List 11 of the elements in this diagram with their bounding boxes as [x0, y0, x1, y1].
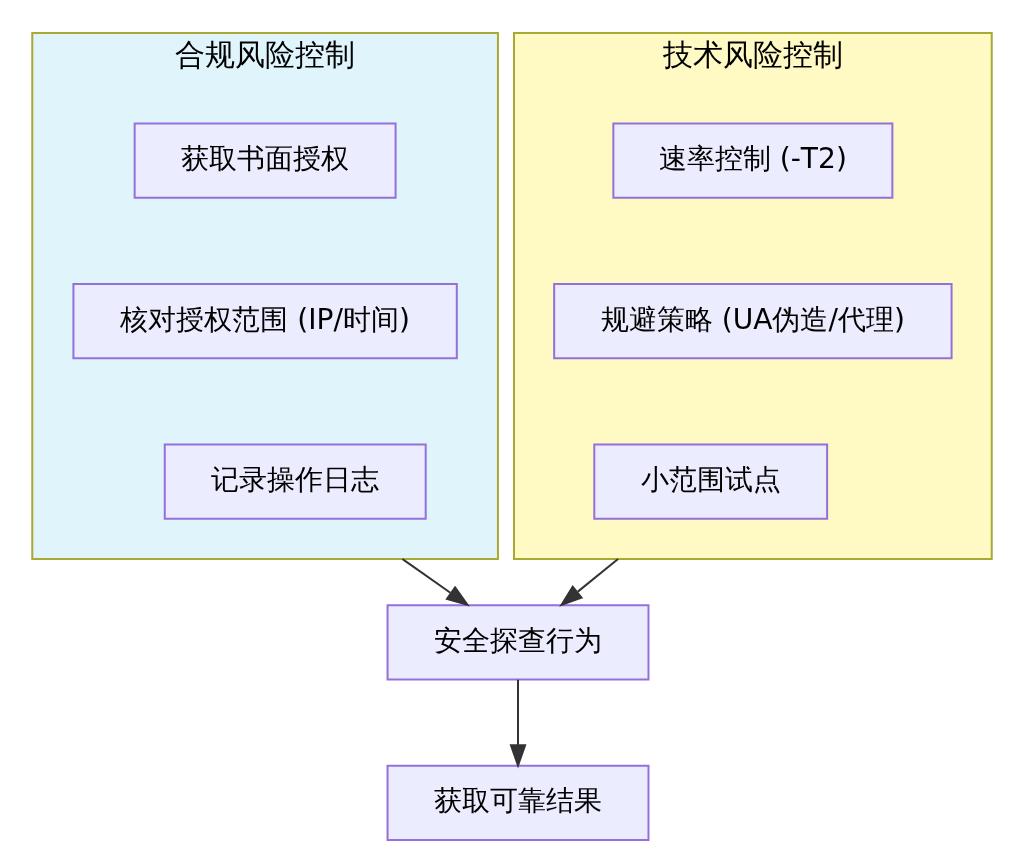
node-box: 规避策略 (UA伪造/代理)	[553, 282, 953, 360]
node-box: 安全探查行为	[386, 604, 650, 681]
node-box: 速率控制 (-T2)	[612, 122, 894, 199]
arrow	[559, 558, 619, 607]
node-box: 小范围试点	[593, 443, 829, 520]
node-box: 记录操作日志	[163, 443, 427, 520]
arrow	[509, 679, 527, 769]
node-box: 核对授权范围 (IP/时间)	[72, 282, 458, 360]
node-box: 获取书面授权	[133, 122, 397, 199]
arrow	[401, 558, 470, 607]
node-box: 获取可靠结果	[386, 764, 650, 841]
